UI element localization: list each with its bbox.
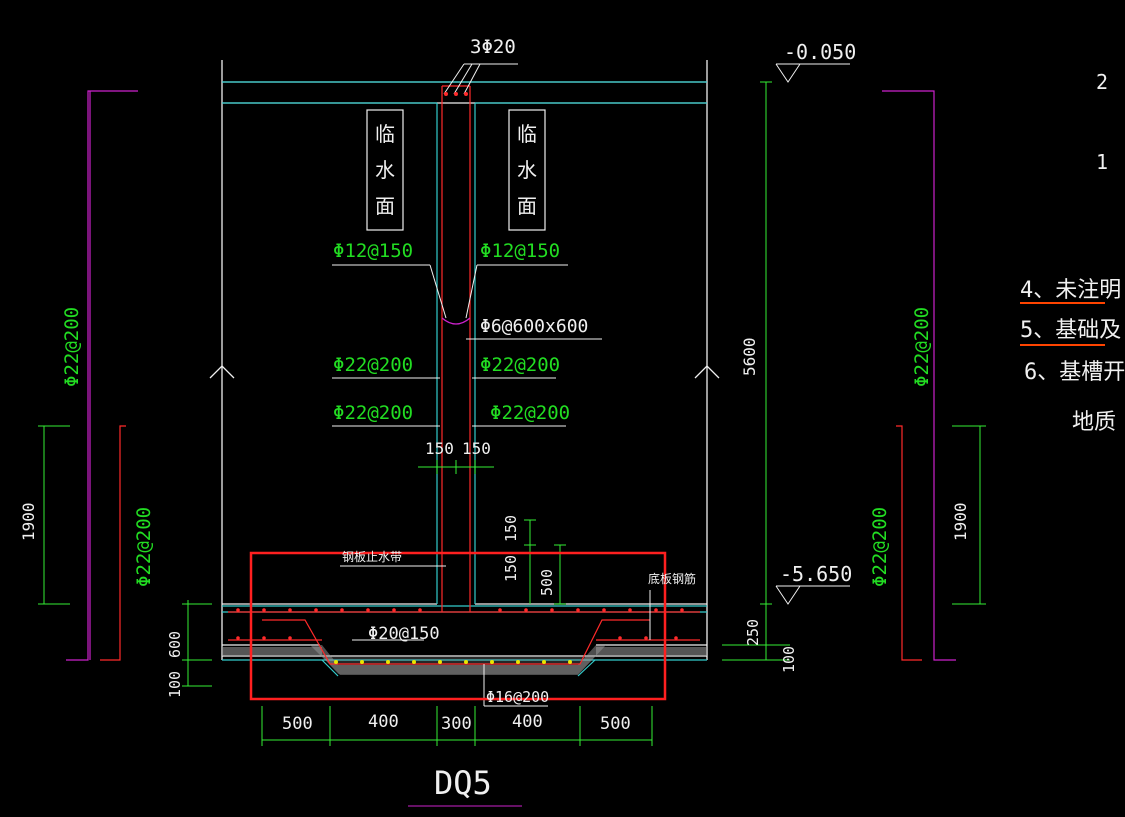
- note-6: 6、基槽开: [1024, 360, 1125, 385]
- bottom-dim-3: 300: [441, 714, 472, 734]
- top-rebar-label: 3Φ20: [470, 36, 516, 58]
- rebar-phi12-left: Φ12@150: [333, 240, 414, 262]
- bottom-dim-2: 400: [368, 712, 399, 732]
- highlight-rectangle[interactable]: [249, 551, 667, 701]
- dim-600: 600: [166, 630, 184, 658]
- rebar-phi22-a-left: Φ22@200: [333, 354, 414, 376]
- dim-150-vert-low: 150: [502, 554, 520, 582]
- rebar-cushion-label: Φ16@200: [486, 688, 550, 706]
- elevation-top: -0.050: [784, 40, 857, 64]
- rebar-slab-label: Φ20@150: [368, 624, 440, 644]
- rebar-phi22-a-right: Φ22@200: [480, 354, 561, 376]
- vert-rebar-inner-left: Φ22@200: [133, 506, 155, 587]
- edge-glyph-2: 1: [1096, 150, 1109, 174]
- section-title: DQ5: [434, 764, 492, 802]
- dim-150-left: 150: [425, 439, 454, 458]
- rebar-phi22-b-left: Φ22@200: [333, 402, 414, 424]
- note-4: 4、未注明: [1020, 278, 1122, 303]
- dimension-lines: [38, 81, 986, 746]
- vert-rebar-inner-right: Φ22@200: [869, 506, 891, 587]
- edge-glyph-1: 2: [1096, 70, 1109, 94]
- bottom-dim-4: 400: [512, 712, 543, 732]
- vertical-brackets: [66, 90, 956, 661]
- dim-5600: 5600: [740, 337, 759, 376]
- waterstop-label: 钢板止水带: [342, 550, 403, 564]
- face-label-right: 临 水 面: [517, 122, 537, 218]
- note-underlines: [1020, 302, 1105, 346]
- tie-hook: [441, 317, 471, 325]
- rebar-lines: [89, 85, 700, 665]
- rebar-dots-yellow: [334, 660, 572, 664]
- bottom-rebar-label: 底板钢筋: [648, 572, 697, 586]
- face-label-left: 临 水 面: [375, 122, 395, 218]
- note-geology: 地质: [1072, 410, 1117, 435]
- leader-lines: [332, 63, 850, 807]
- rebar-phi22-b-right: Φ22@200: [490, 402, 571, 424]
- note-5: 5、基础及: [1020, 318, 1122, 343]
- bottom-dim-1: 500: [282, 714, 313, 734]
- dim-500-vert: 500: [538, 568, 556, 596]
- dim-150-vert-top: 150: [502, 514, 520, 542]
- elevation-bottom: -5.650: [780, 562, 853, 586]
- dim-1900-left: 1900: [19, 502, 38, 541]
- face-label-boxes: [366, 109, 546, 231]
- rebar-phi12-right: Φ12@150: [480, 240, 561, 262]
- rebar-dots: [236, 92, 684, 640]
- dim-150-right: 150: [462, 439, 491, 458]
- bottom-dim-5: 500: [600, 714, 631, 734]
- dim-100-right: 100: [780, 645, 798, 673]
- dim-100-left: 100: [166, 670, 184, 698]
- vert-rebar-outer-left: Φ22@200: [61, 306, 83, 387]
- slab-hatch: [222, 645, 707, 675]
- dim-1900-right: 1900: [951, 502, 970, 541]
- vert-rebar-outer-right: Φ22@200: [911, 306, 933, 387]
- rebar-tie-label: Φ6@600x600: [480, 316, 589, 337]
- dim-250: 250: [744, 618, 762, 646]
